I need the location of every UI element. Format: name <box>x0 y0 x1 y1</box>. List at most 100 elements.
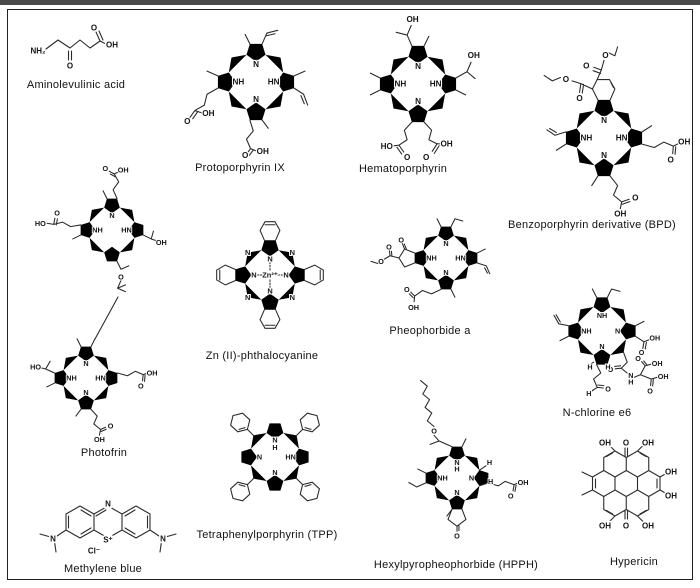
atom-label: O <box>623 522 629 531</box>
atom-label: O <box>563 75 569 84</box>
compound-label-pheophorbide-a: Pheophorbide a <box>389 325 471 337</box>
atom-label: OH <box>652 359 663 368</box>
compound-label-hypericin: Hypericin <box>609 556 659 568</box>
atom-label: NH <box>597 311 607 320</box>
atom-label: N <box>257 453 262 462</box>
atom-label: OH <box>642 522 654 531</box>
atom-label: N <box>290 293 295 302</box>
atom-label: OH <box>440 139 452 148</box>
atom-label: N <box>160 535 166 544</box>
atom-label: N <box>109 211 114 220</box>
atom-label: OH <box>156 238 167 247</box>
atom-label: N <box>83 359 88 368</box>
atom-label: OH <box>665 468 677 477</box>
atom-label: HN <box>430 80 442 89</box>
compound-label-protoporphyrin-ix: Protoporphyrin IX <box>195 162 285 174</box>
atom-label: N <box>105 500 111 509</box>
atom-label: O <box>242 151 248 160</box>
atom-label: OH <box>518 478 529 487</box>
atom-label: N <box>443 268 448 277</box>
atom-label: H <box>605 363 610 372</box>
figure-border <box>7 9 693 580</box>
compound-label-tetraphenylporphyrin: Tetraphenylporphyrin (TPP) <box>196 529 338 541</box>
atom-label: N <box>267 287 272 296</box>
atom-label: N <box>628 371 633 380</box>
atom-label: H <box>487 458 492 467</box>
atom-label: NH <box>437 474 448 483</box>
compound-label-zn-phthalocyanine: Zn (II)-phthalocyanine <box>205 350 319 362</box>
atom-label: O <box>623 439 629 448</box>
atom-label: OH <box>599 439 611 448</box>
compound-label-aminolevulinic-acid: Aminolevulinic acid <box>26 79 126 91</box>
atom-label: O <box>454 532 460 541</box>
atom-label: HN <box>95 374 106 383</box>
atom-label: O <box>108 422 114 431</box>
atom-label: HN <box>285 453 295 462</box>
atom-label: OH <box>468 51 480 60</box>
atom-label: N <box>415 62 421 71</box>
atom-label: O <box>404 285 410 294</box>
atom-label: N <box>83 388 88 397</box>
zn-coordination-bonds <box>257 262 283 288</box>
atom-label: O <box>602 51 608 60</box>
atom-label: HO <box>35 219 46 228</box>
atom-label: N <box>443 239 448 248</box>
atom-label: N <box>50 535 56 544</box>
atom-label: O <box>378 257 384 266</box>
atom-label: O <box>508 491 514 500</box>
atom-label: N <box>283 271 288 280</box>
atom-label: OH <box>658 372 669 381</box>
atom-label: N <box>253 95 259 104</box>
atom-label: N <box>454 458 459 467</box>
atom-label: S⁺ <box>103 536 113 545</box>
atom-label: OH <box>408 303 419 312</box>
atom-label: HO <box>381 142 393 151</box>
compound-label-methylene-blue: Methylene blue <box>63 563 143 575</box>
atom-label: O <box>647 387 653 396</box>
atom-label: H <box>586 389 591 398</box>
atom-label: O <box>576 94 582 103</box>
atom-label: O <box>431 426 437 435</box>
atom-label: HN <box>121 226 132 235</box>
compound-label-n-chlorine-e6: N-chlorine e6 <box>562 407 632 419</box>
atom-label: O <box>639 348 645 357</box>
atom-label: NH <box>426 254 437 263</box>
atom-label: O <box>67 62 73 71</box>
atom-label: OH <box>118 166 129 175</box>
scan-edge-top <box>0 0 700 5</box>
atom-label: NH <box>66 374 76 383</box>
atom-label: N <box>245 248 250 257</box>
atom-label: O <box>184 117 190 126</box>
atom-label: OH <box>106 41 118 50</box>
atom-label: O <box>102 164 108 173</box>
atom-label: OH <box>649 334 660 343</box>
ether-linker-bond <box>94 296 119 340</box>
atom-label: OH <box>94 435 105 444</box>
atom-label: O <box>583 61 589 70</box>
atom-label: N <box>267 254 272 263</box>
atom-label: OH <box>147 368 158 377</box>
atom-label: OH <box>665 492 677 501</box>
atom-label: N <box>272 436 277 445</box>
atom-label: O <box>404 153 410 162</box>
atom-label: H <box>488 477 493 486</box>
atom-label: OH <box>202 109 214 118</box>
atom-label: N <box>469 474 474 483</box>
atom-label: N <box>272 468 277 477</box>
atom-label: O <box>608 365 614 374</box>
compound-label-photofrin: Photofrin <box>80 447 128 459</box>
atom-label: OH <box>678 138 690 147</box>
atom-label: Cl⁻ <box>88 547 100 556</box>
atom-label: N <box>251 271 256 280</box>
atom-label: N <box>415 97 421 106</box>
compound-label-hematoporphyrin: Hematoporphyrin <box>358 163 448 175</box>
